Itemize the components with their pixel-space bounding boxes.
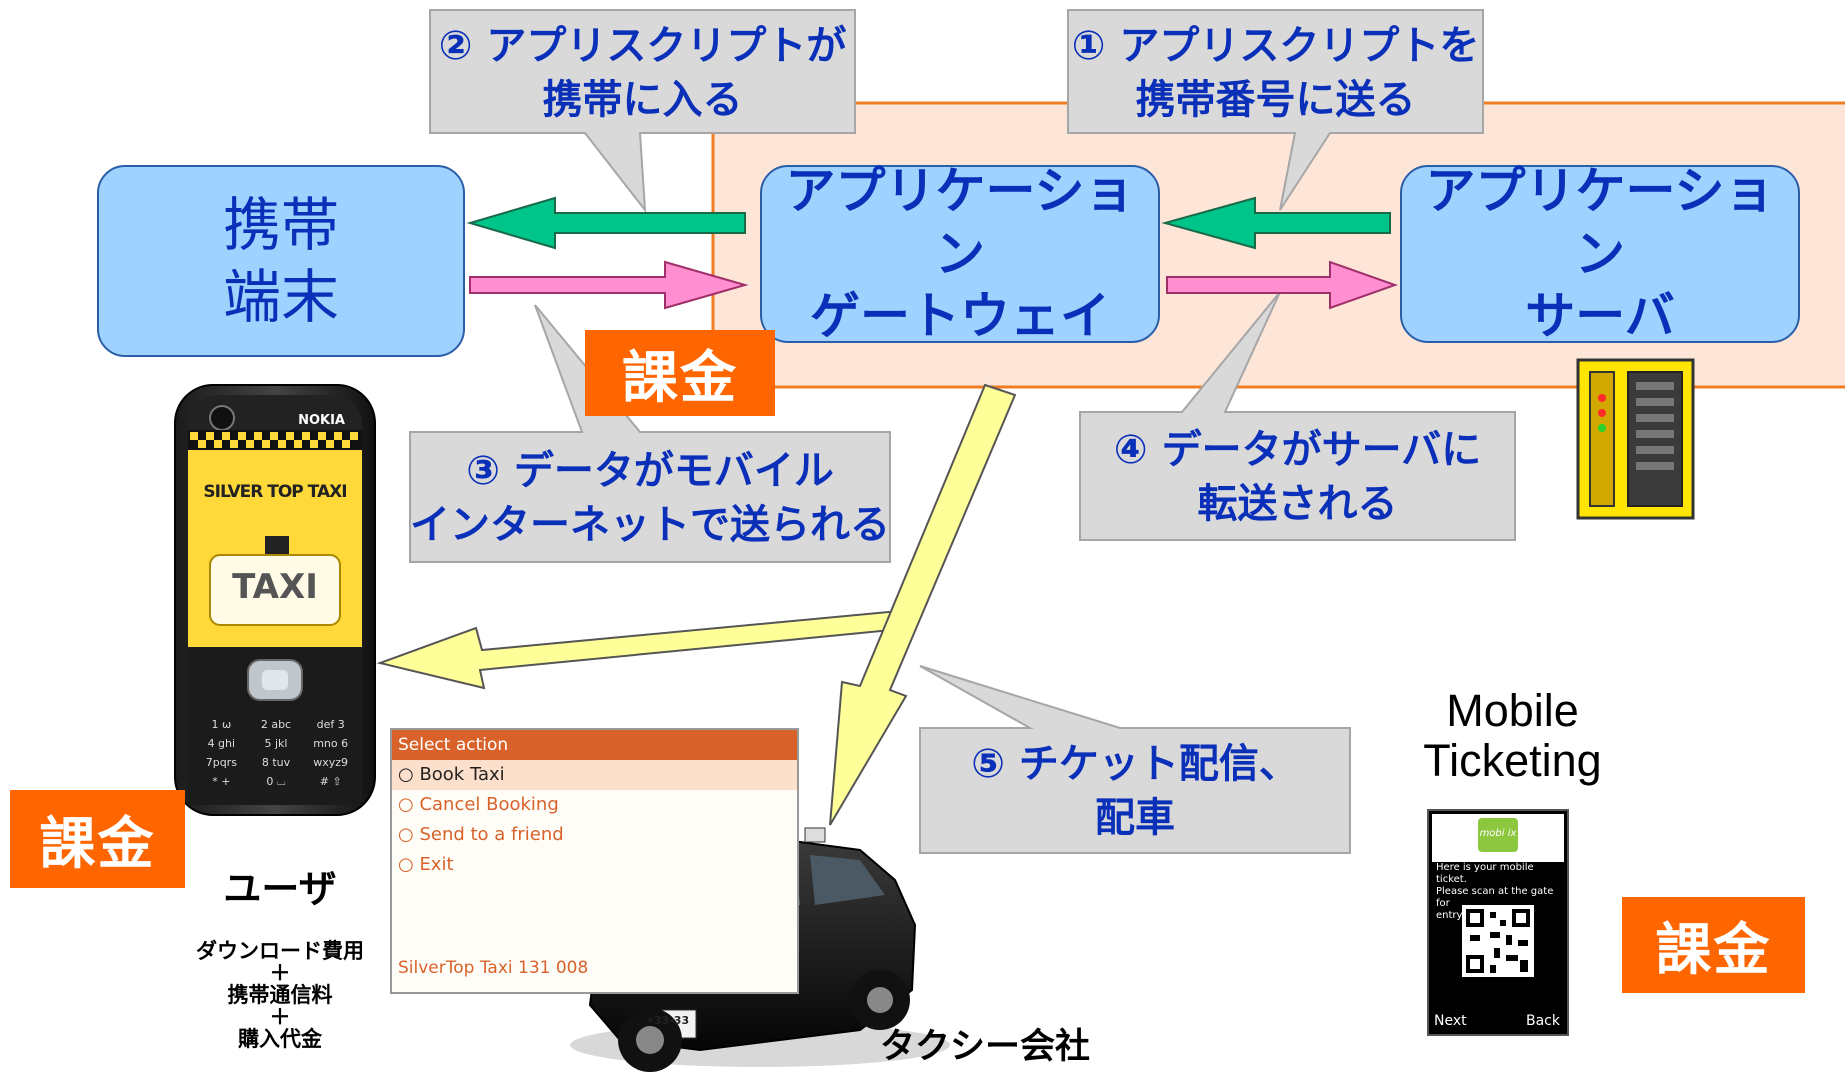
menu-header: Select action	[392, 730, 797, 760]
callout-1-text: ① アプリスクリプトを 携帯番号に送る	[1071, 23, 1480, 123]
callout-4-shape	[1079, 291, 1516, 541]
fee-download: ダウンロード費用	[196, 939, 364, 963]
menu-item-label: Send to a friend	[419, 824, 564, 845]
callout-3-text: ③ データがモバイル インターネットで送られる	[410, 448, 890, 548]
callout-2-text: ② アプリスクリプトが 携帯に入る	[438, 23, 847, 123]
key: 2 abc	[260, 718, 292, 731]
node-mobile-terminal: 携帯 端末	[97, 165, 465, 357]
node-gateway-label: アプリケーション ゲートウェイ	[785, 162, 1135, 346]
fee-plus: ＋	[269, 1005, 291, 1029]
phone-keypad: 1 ω 2 abc def 3 4 ghi 5 jkl mno 6 7pqrs …	[196, 718, 356, 789]
callout-3-shape	[409, 304, 891, 563]
key: * +	[212, 775, 231, 788]
key: 0 ⌴	[266, 775, 286, 788]
menu-item-book-taxi[interactable]: ○ Book Taxi	[392, 760, 797, 790]
app-menu-screen: Select action ○ Book Taxi ○ Cancel Booki…	[390, 728, 799, 994]
callout-5-text: ⑤ チケット配信、 配車	[971, 741, 1299, 841]
phone-app-logo: SILVER TOP TAXI	[203, 482, 347, 502]
billing-badge-gateway: 課金	[585, 330, 775, 416]
key: 7pqrs	[205, 756, 237, 769]
ticket-back-button[interactable]: Back	[1526, 1013, 1560, 1029]
arrow-gateway-to-mobile	[466, 196, 746, 250]
server-rack-icon	[1576, 358, 1695, 520]
key: def 3	[316, 718, 345, 731]
arrow-gateway-to-server	[1166, 260, 1398, 310]
user-title: ユーザ	[223, 867, 337, 911]
menu-item-label: Exit	[419, 854, 454, 875]
phone-brand: NOKIA	[298, 413, 345, 428]
key: 8 tuv	[261, 756, 291, 769]
arrow-to-user-phone	[376, 608, 914, 690]
taxi-company-label: タクシー会社	[880, 1027, 1091, 1067]
ticket-message: Here is your mobile ticket. Please scan …	[1436, 862, 1554, 921]
key: 1 ω	[211, 718, 232, 731]
menu-item-cancel-booking[interactable]: ○ Cancel Booking	[398, 794, 559, 815]
callout-2-shape	[429, 9, 856, 214]
phone-taxi-sign: TAXI	[232, 567, 318, 607]
key: mno 6	[313, 737, 349, 750]
billing-badge-ticketing: 課金	[1622, 897, 1805, 993]
ticket-screen-illustration	[1427, 809, 1569, 1036]
menu-footer: SilverTop Taxi 131 008	[398, 958, 589, 978]
key: 5 jkl	[264, 737, 288, 750]
arrow-mobile-to-gateway	[469, 260, 749, 310]
callout-1-shape	[1067, 9, 1484, 211]
menu-item-label: Cancel Booking	[419, 794, 559, 815]
key: 4 ghi	[207, 737, 236, 750]
fee-communication: 携帯通信料	[227, 983, 333, 1007]
ticket-brand: mobi ix	[1479, 828, 1517, 839]
node-mobile-label: 携帯 端末	[222, 190, 339, 332]
key: # ⇧	[319, 775, 342, 788]
nokia-phone-illustration	[174, 384, 376, 816]
callout-5-shape	[919, 665, 1351, 854]
arrow-to-taxi	[829, 383, 1017, 826]
fee-plus: ＋	[269, 961, 291, 985]
mobile-ticketing-title: Mobile Ticketing	[1423, 685, 1602, 786]
arrow-server-to-gateway	[1161, 196, 1391, 250]
car-plate: •33-33	[646, 1014, 690, 1027]
node-application-server: アプリケーション サーバ	[1400, 162, 1800, 345]
fee-purchase: 購入代金	[238, 1027, 322, 1051]
menu-item-send-to-friend[interactable]: ○ Send to a friend	[398, 824, 564, 845]
node-application-gateway: アプリケーション ゲートウェイ	[760, 162, 1160, 345]
ticket-next-button[interactable]: Next	[1434, 1013, 1467, 1029]
node-server-label: アプリケーション サーバ	[1425, 162, 1775, 346]
menu-item-exit[interactable]: ○ Exit	[398, 854, 454, 875]
user-fee-list: ダウンロード費用 ＋ 携帯通信料 ＋ 購入代金	[160, 940, 400, 1050]
billing-badge-user: 課金	[10, 790, 185, 888]
menu-item-label: Book Taxi	[419, 764, 505, 785]
key: wxyz9	[313, 756, 349, 769]
callout-4-text: ④ データがサーバに 転送される	[1113, 427, 1482, 527]
qr-code-icon	[1462, 905, 1534, 977]
